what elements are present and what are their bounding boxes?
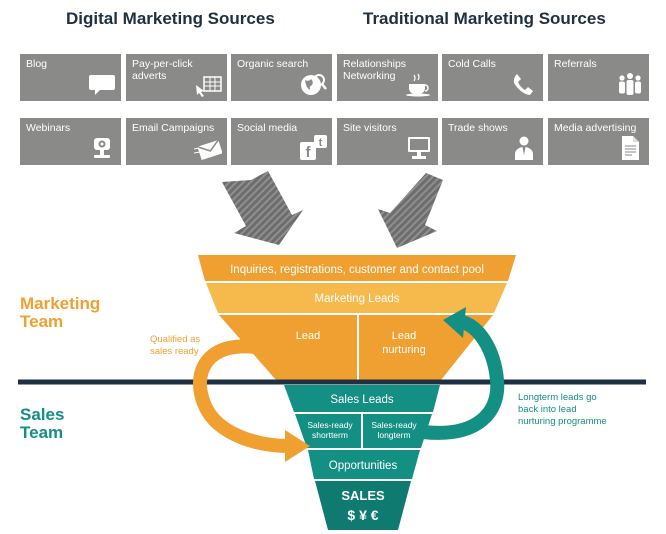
funnel-sales-leads-band: [284, 385, 440, 412]
tile-media-advertising: Media advertising: [548, 118, 649, 165]
marketing-team-label-line1: Marketing: [20, 294, 100, 313]
cursor-grid-icon: [196, 76, 222, 97]
tile-cold-calls: Cold Calls: [442, 54, 543, 101]
svg-text:f: f: [306, 144, 312, 161]
pool-label: Inquiries, registrations, customer and c…: [230, 264, 484, 276]
opportunities-label: Opportunities: [329, 460, 398, 472]
longterm-return-arrow: [422, 307, 505, 440]
funnel-pool-band: [198, 255, 516, 281]
tile-blog: Blog: [20, 54, 121, 101]
tile-email-campaigns: Email Campaigns: [126, 118, 227, 165]
envelope-icon: [194, 139, 222, 161]
tile-webinars: Webinars: [20, 118, 121, 165]
traditional-sources-heading: Traditional Marketing Sources: [363, 9, 606, 28]
lead-nurturing-label-line2: nurturing: [382, 344, 425, 356]
tile-label: Trade shows: [448, 122, 508, 134]
digital-down-arrow: [222, 171, 303, 245]
tile-social-media: Social media f t: [231, 118, 332, 165]
tile-referrals: Referrals: [548, 54, 649, 101]
sales-label: SALES: [341, 488, 385, 503]
people-icon: [619, 73, 641, 95]
traditional-down-arrow: [378, 173, 443, 248]
marketing-team-label-line2: Team: [20, 312, 63, 331]
coffee-cup-icon: [406, 73, 430, 97]
lead-label: Lead: [296, 330, 320, 342]
tile-organic-search: Organic search: [231, 54, 332, 101]
sales-leads-label: Sales Leads: [330, 394, 394, 406]
sales-ready-shortterm-line2: shortterm: [312, 430, 348, 440]
tile-trade-shows: Trade shows: [442, 118, 543, 165]
digital-sources-heading: Digital Marketing Sources: [66, 9, 275, 28]
webcam-icon: [94, 138, 110, 158]
globe-search-icon: [301, 74, 327, 95]
tile-label: Email Campaigns: [132, 122, 215, 134]
tile-label: Organic search: [237, 58, 309, 70]
speech-bubble-icon: [89, 75, 115, 95]
funnel-opportunities-band: [308, 450, 420, 479]
tile-label: Referrals: [554, 58, 597, 70]
tile-label: Social media: [237, 122, 298, 134]
phone-icon: [513, 74, 533, 95]
tile-site-visitors: Site visitors: [337, 118, 438, 165]
svg-text:t: t: [319, 137, 323, 149]
presenter-icon: [515, 136, 533, 160]
facebook-twitter-icon: f t: [300, 135, 327, 161]
marketing-leads-label: Marketing Leads: [314, 293, 399, 305]
tile-pay-per-click: Pay-per-click adverts: [126, 54, 227, 101]
sales-ready-longterm-line1: Sales-ready: [371, 420, 417, 430]
funnel-marketing-leads-band: [206, 283, 507, 313]
lead-nurturing-label-line1: Lead: [392, 330, 416, 342]
currency-symbols: $ ¥ €: [347, 507, 378, 523]
tile-label: Media advertising: [554, 122, 637, 134]
funnel-lead-cell: [219, 315, 357, 380]
tile-label: Site visitors: [343, 122, 397, 134]
sales-ready-shortterm-line1: Sales-ready: [307, 420, 353, 430]
sales-team-label-line1: Sales: [20, 405, 64, 424]
tile-relationships-networking: Relationships Networking: [337, 54, 438, 101]
funnel-sales-ready-longterm-cell: [363, 414, 432, 448]
qualified-note-line2: sales ready: [150, 346, 199, 357]
funnel-sales-band: [315, 481, 411, 530]
sales-ready-longterm-line2: longterm: [377, 430, 410, 440]
tile-label: Relationships Networking: [343, 58, 407, 82]
sales-team-label-line2: Team: [20, 423, 63, 442]
tile-label: Pay-per-click adverts: [132, 58, 193, 82]
document-icon: [622, 136, 639, 160]
longterm-note-line3: nurturing programme: [518, 416, 607, 427]
longterm-note-line1: Longterm leads go: [518, 392, 597, 403]
longterm-note-line2: back into lead: [518, 404, 577, 415]
tile-label: Webinars: [26, 122, 71, 134]
funnel-sales-ready-shortterm-cell: [295, 414, 361, 448]
tile-label: Blog: [26, 58, 48, 70]
qualified-note-line1: Qualified as: [150, 334, 200, 345]
qualified-arrow: [193, 339, 310, 462]
tile-label: Cold Calls: [448, 58, 496, 70]
monitor-icon: [408, 137, 430, 159]
